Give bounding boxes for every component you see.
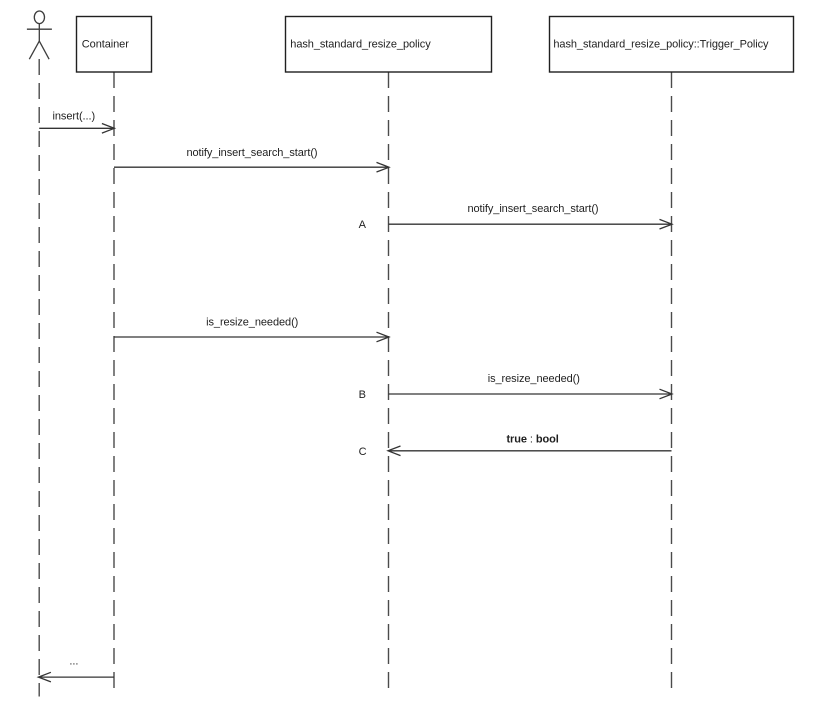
svg-text:is_resize_needed(): is_resize_needed() (488, 373, 580, 385)
svg-text:hash_standard_resize_policy::T: hash_standard_resize_policy::Trigger_Pol… (553, 39, 769, 51)
svg-text:C: C (359, 446, 367, 458)
svg-text:notify_insert_search_start(): notify_insert_search_start() (467, 203, 598, 215)
svg-text:true : bool: true : bool (506, 434, 558, 446)
svg-text:Container: Container (82, 39, 129, 51)
svg-text:hash_standard_resize_policy: hash_standard_resize_policy (290, 39, 431, 51)
svg-text:is_resize_needed(): is_resize_needed() (206, 316, 298, 328)
svg-text:...: ... (69, 656, 78, 668)
svg-text:insert(...): insert(...) (53, 111, 96, 123)
svg-text:A: A (359, 219, 367, 231)
svg-text:B: B (359, 389, 366, 401)
svg-text:notify_insert_search_start(): notify_insert_search_start() (186, 147, 317, 159)
